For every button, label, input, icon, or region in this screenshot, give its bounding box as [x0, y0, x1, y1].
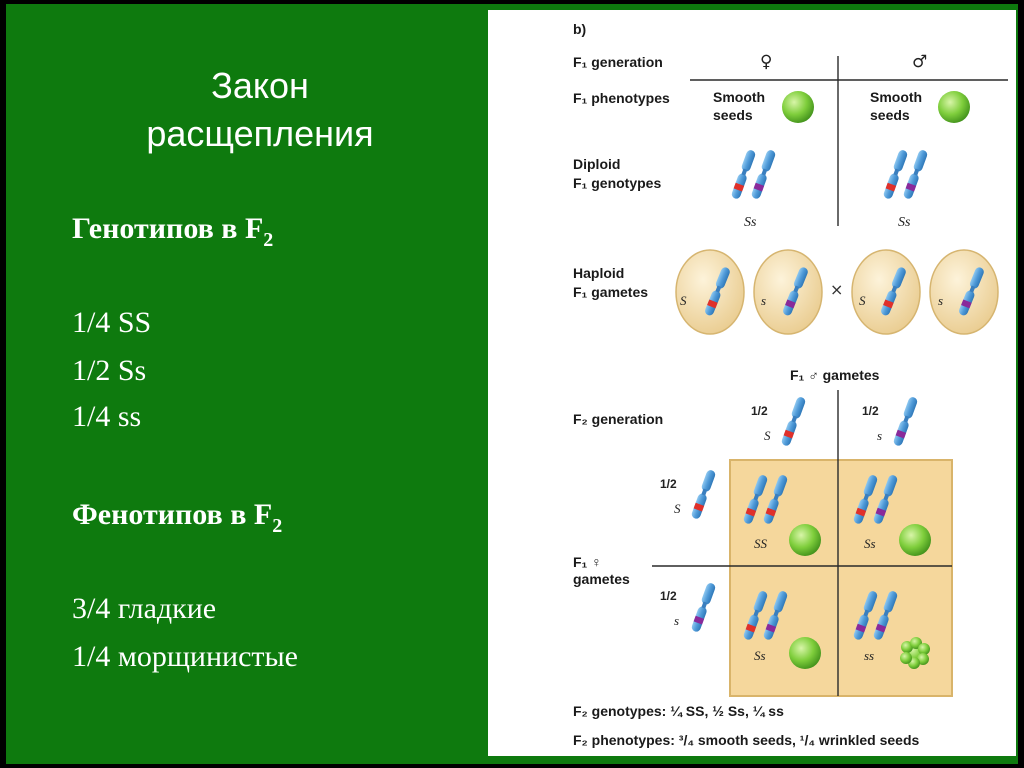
genotype-ratio-1: 1/4 SS	[72, 306, 152, 339]
f1-genotype-male: Ss	[882, 148, 929, 230]
smooth-seed-icon	[899, 524, 931, 556]
slide-title: Закон расщепления	[90, 62, 430, 158]
cell-ss: ss	[852, 589, 930, 669]
svg-text:seeds: seeds	[713, 107, 753, 123]
mendel-segregation-figure: b) F₁ generation F₁ phenotypes Diploid F…	[488, 10, 1016, 756]
phenotypes-heading: Фенотипов в F2	[72, 498, 283, 537]
svg-text:Ss: Ss	[744, 215, 757, 230]
svg-text:seeds: seeds	[870, 107, 910, 123]
svg-text:Ss: Ss	[898, 215, 911, 230]
panel-label: b)	[573, 21, 586, 37]
chromosome-icon	[730, 148, 757, 200]
smooth-seed-icon	[789, 637, 821, 669]
f2-phenotypes-summary: F₂ phenotypes: ³/₄ smooth seeds, ¹/₄ wri…	[573, 732, 920, 748]
f1-gametes-label: F₁ gametes	[573, 284, 648, 300]
cross-symbol: ×	[830, 280, 843, 299]
chromosome-icon	[690, 581, 717, 633]
female-gametes-label-2: gametes	[573, 571, 630, 587]
chromosome-icon	[750, 148, 777, 200]
svg-text:S: S	[764, 428, 771, 443]
svg-text:Ss: Ss	[864, 536, 876, 551]
male-gametes-label: F₁ ♂ gametes	[790, 367, 880, 383]
f1-phenotype-male: Smooth seeds	[870, 89, 970, 123]
svg-text:s: s	[674, 613, 679, 628]
chromosome-icon	[690, 468, 717, 520]
f2-genotypes-summary: F₂ genotypes: ¼ SS, ½ Ss, ¼ ss	[573, 703, 784, 719]
chromosome-icon	[957, 266, 986, 317]
phenotype-ratio-1: 3/4 гладкие	[72, 592, 217, 625]
female-symbol: ♀	[760, 52, 772, 72]
punnett-square: 1/2 S 1/2 s 1/2 S 1/2 s	[652, 390, 953, 697]
gamete-s-male: s	[929, 249, 999, 335]
phenotype-ratio-2: 1/4 морщинистые	[72, 640, 298, 673]
female-gametes-label-1: F₁ ♀	[573, 554, 602, 570]
chromosome-icon	[882, 148, 909, 200]
chromosome-icon	[902, 148, 929, 200]
f1-genotypes-label: F₁ genotypes	[573, 175, 661, 191]
svg-text:Smooth: Smooth	[870, 89, 922, 105]
chromosome-icon	[780, 395, 807, 447]
chromosome-icon	[872, 589, 899, 641]
smooth-seed-icon	[782, 91, 814, 123]
smooth-seed-icon	[789, 524, 821, 556]
svg-text:1/2: 1/2	[660, 589, 677, 603]
gamete-s-female: s	[753, 249, 823, 335]
genotype-ratio-3: 1/4 ss	[72, 400, 142, 433]
male-gamete-S-header: 1/2 S	[751, 395, 807, 447]
labels-left: b) F₁ generation F₁ phenotypes Diploid F…	[573, 21, 920, 748]
svg-text:s: s	[761, 293, 766, 308]
f1-genotype-female: Ss	[730, 148, 777, 230]
svg-text:S: S	[859, 293, 866, 308]
figure-svg: b) F₁ generation F₁ phenotypes Diploid F…	[573, 21, 1008, 748]
chromosome-icon	[703, 266, 732, 317]
f1-generation-label: F₁ generation	[573, 54, 663, 70]
svg-text:ss: ss	[864, 648, 874, 663]
svg-text:1/2: 1/2	[660, 477, 677, 491]
chromosome-icon	[852, 473, 879, 525]
svg-text:s: s	[877, 428, 882, 443]
f1-gametes: S s × S s	[675, 249, 999, 335]
f1-phenotype-female: Smooth seeds	[713, 89, 814, 123]
chromosome-icon	[892, 395, 919, 447]
svg-text:s: s	[938, 293, 943, 308]
gamete-S-male: S	[851, 249, 921, 335]
female-gamete-S-header: 1/2 S	[660, 468, 717, 520]
svg-text:S: S	[674, 501, 681, 516]
female-gamete-s-header: 1/2 s	[660, 581, 717, 633]
chromosome-icon	[852, 589, 879, 641]
chromosome-icon	[879, 266, 908, 317]
gamete-S-female: S	[675, 249, 745, 335]
chromosome-icon	[781, 266, 810, 317]
male-gamete-s-header: 1/2 s	[862, 395, 919, 447]
title-line-1: Закон	[211, 65, 309, 106]
svg-text:Ss: Ss	[754, 648, 766, 663]
f1-cross-lines	[690, 56, 1008, 226]
chromosome-icon	[742, 589, 769, 641]
diploid-label: Diploid	[573, 156, 620, 172]
f1-phenotypes-label: F₁ phenotypes	[573, 90, 670, 106]
genotypes-heading: Генотипов в F2	[72, 212, 274, 251]
svg-text:1/2: 1/2	[751, 404, 768, 418]
chromosome-icon	[762, 473, 789, 525]
genotype-ratio-2: 1/2 Ss	[72, 354, 147, 387]
cell-Ss-top: Ss	[852, 473, 931, 556]
chromosome-icon	[742, 473, 769, 525]
svg-text:Smooth: Smooth	[713, 89, 765, 105]
haploid-label: Haploid	[573, 265, 624, 281]
cell-SS: SS	[742, 473, 821, 556]
svg-text:S: S	[680, 293, 687, 308]
svg-text:1/2: 1/2	[862, 404, 879, 418]
chromosome-icon	[872, 473, 899, 525]
smooth-seed-icon	[938, 91, 970, 123]
wrinkled-seed-icon	[900, 637, 930, 669]
cell-Ss-bottom: Ss	[742, 589, 821, 669]
f2-generation-label: F₂ generation	[573, 411, 663, 427]
svg-text:SS: SS	[754, 536, 768, 551]
chromosome-icon	[762, 589, 789, 641]
title-line-2: расщепления	[146, 113, 374, 154]
male-symbol: ♂	[912, 52, 927, 72]
